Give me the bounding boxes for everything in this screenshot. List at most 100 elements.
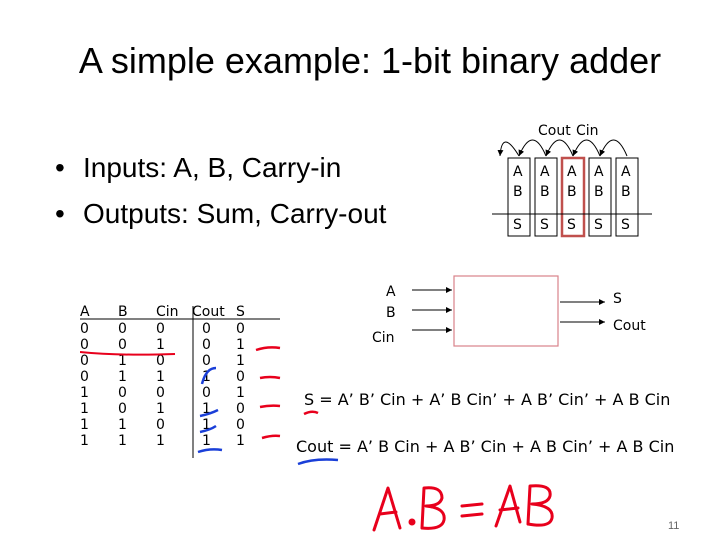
adder-cell-a: A	[540, 164, 550, 180]
equation-annotations	[297, 410, 339, 466]
truth-table-cell: 1	[236, 353, 245, 369]
truth-table-cell: 0	[156, 321, 165, 337]
cout-equation: Cout = A’ B Cin + A B’ Cin + A B Cin’ + …	[296, 437, 675, 456]
full-adder-block-diagram: A B Cin S Cout	[372, 275, 646, 347]
adder-cell-a: A	[594, 164, 604, 180]
blue-check-mark	[199, 424, 217, 434]
adder-cell	[588, 157, 612, 237]
adder-cell-s: S	[540, 217, 549, 233]
bullet-dot-icon: •	[55, 152, 65, 183]
truth-table-cell: 0	[118, 337, 127, 353]
truth-table-cell: 0	[202, 321, 211, 337]
block-output-cout: Cout	[613, 318, 646, 334]
truth-table-cell: 0	[156, 385, 165, 401]
truth-table-cell: 0	[236, 401, 245, 417]
truth-table-cell: 1	[80, 433, 89, 449]
truth-table-cell: 0	[80, 337, 89, 353]
truth-table-cell: 1	[118, 353, 127, 369]
slide-title: A simple example: 1-bit binary adder	[78, 40, 662, 81]
adder-cell	[615, 157, 639, 237]
truth-table-cell: 0	[80, 353, 89, 369]
red-underline-mark	[80, 351, 176, 356]
adder-cell-b: B	[594, 184, 604, 200]
truth-table-cell: 0	[236, 321, 245, 337]
chain-cout-label: Cout	[538, 123, 571, 139]
block-output-s: S	[613, 291, 622, 307]
adder-cell-b: B	[567, 184, 577, 200]
truth-table-cell: 1	[156, 433, 165, 449]
truth-table-cell: 0	[202, 337, 211, 353]
truth-table-cell: 0	[156, 353, 165, 369]
truth-table-cell: 1	[80, 401, 89, 417]
truth-table-header: S	[236, 304, 245, 320]
truth-table-cell: 0	[80, 321, 89, 337]
bullet-list: •Inputs: A, B, Carry-in •Outputs: Sum, C…	[55, 145, 386, 237]
truth-table-cell: 1	[202, 401, 211, 417]
adder-cell-b: B	[621, 184, 631, 200]
truth-table-cell: 0	[80, 369, 89, 385]
full-adder-box	[453, 275, 559, 347]
adder-cell-s: S	[513, 217, 522, 233]
carry-arrow	[545, 139, 574, 157]
handwritten-note	[372, 484, 554, 532]
block-input-b: B	[386, 305, 396, 321]
blue-check-mark	[200, 366, 217, 385]
truth-table-cell: 0	[202, 353, 211, 369]
block-input-cin: Cin	[372, 330, 395, 346]
carry-arrow	[572, 139, 601, 157]
truth-table-cell: 1	[156, 337, 165, 353]
chain-cin-label: Cin	[576, 123, 599, 139]
blue-check-mark	[199, 408, 219, 418]
bullet-item: •Outputs: Sum, Carry-out	[55, 191, 386, 237]
truth-table-cell: 0	[236, 369, 245, 385]
truth-table-cell: 1	[236, 337, 245, 353]
red-check-mark	[261, 434, 281, 440]
red-check-mark	[259, 375, 281, 380]
truth-table-header: Cin	[156, 304, 179, 320]
truth-table-header: Cout	[192, 304, 225, 320]
adder-cell-b: B	[540, 184, 550, 200]
carry-arrow	[518, 139, 547, 157]
sum-equation: S = A’ B’ Cin + A’ B Cin’ + A B’ Cin’ + …	[304, 390, 671, 409]
truth-table-header: B	[118, 304, 128, 320]
truth-table-cell: 1	[202, 433, 211, 449]
truth-table-cell: 1	[80, 417, 89, 433]
adder-cell-a: A	[621, 164, 631, 180]
block-input-a: A	[386, 284, 396, 300]
red-check-mark	[259, 404, 281, 409]
bullet-item: •Inputs: A, B, Carry-in	[55, 145, 386, 191]
adder-cell-a: A	[513, 164, 523, 180]
adder-cell	[534, 157, 558, 237]
adder-cell-s: S	[594, 217, 603, 233]
red-underline-mark	[303, 410, 319, 416]
truth-table-cell: 0	[202, 385, 211, 401]
truth-table-header: A	[80, 304, 90, 320]
truth-table-cell: 1	[236, 385, 245, 401]
adder-cell-a: A	[567, 164, 577, 180]
carry-arrow	[599, 139, 628, 157]
truth-table-cell: 0	[118, 321, 127, 337]
red-check-mark	[255, 346, 281, 352]
adder-cell-s: S	[567, 217, 576, 233]
blue-check-mark	[197, 448, 223, 454]
truth-table-cell: 1	[202, 369, 211, 385]
truth-table-cell: 1	[236, 433, 245, 449]
truth-table-cell: 1	[118, 433, 127, 449]
truth-table-cell: 1	[156, 369, 165, 385]
blue-underline-mark	[297, 458, 339, 466]
truth-table-cell: 0	[118, 385, 127, 401]
carry-out-arrow	[497, 141, 520, 157]
truth-table-cell: 1	[118, 417, 127, 433]
adder-cell-s: S	[621, 217, 630, 233]
truth-table-cell: 1	[80, 385, 89, 401]
truth-table-cell: 1	[156, 401, 165, 417]
truth-table-cell: 0	[156, 417, 165, 433]
page-number: 11	[668, 520, 680, 532]
truth-table-cell: 1	[202, 417, 211, 433]
truth-table-cell: 0	[236, 417, 245, 433]
truth-table-cell: 0	[118, 401, 127, 417]
truth-table-cell: 1	[118, 369, 127, 385]
adder-cell	[507, 157, 531, 237]
